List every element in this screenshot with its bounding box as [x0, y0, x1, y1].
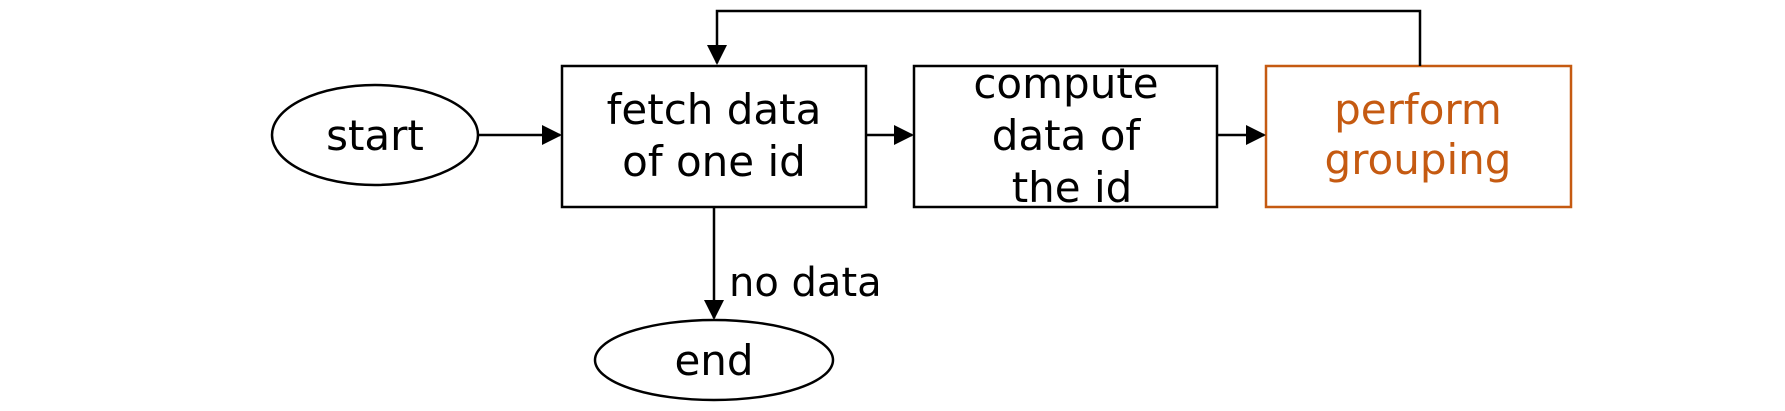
fetch-box	[560, 64, 868, 209]
group-label-line1: perform	[1334, 85, 1502, 134]
start-label: start	[326, 111, 424, 160]
compute-label-line1: compute	[973, 59, 1158, 108]
fetch-label-line2: of one id	[622, 137, 806, 186]
compute-box	[912, 64, 1219, 209]
edge-group-loop-to-fetch	[707, 9, 1422, 66]
group-box	[1264, 64, 1573, 209]
compute-label-line3: the id	[1012, 163, 1133, 212]
edge-no-data-label: no data	[729, 260, 882, 306]
end-ellipse	[593, 318, 835, 402]
end-node: end	[593, 318, 835, 402]
group-label-line2: grouping	[1325, 135, 1512, 184]
start-node: start	[270, 83, 480, 187]
compute-label-line2: data of	[992, 111, 1142, 160]
fetch-label-line1: fetch data	[607, 85, 822, 134]
end-label: end	[674, 336, 753, 385]
group-node: perform grouping	[1264, 64, 1573, 209]
fetch-node: fetch data of one id	[560, 64, 868, 209]
compute-node: compute data of the id	[912, 59, 1219, 212]
